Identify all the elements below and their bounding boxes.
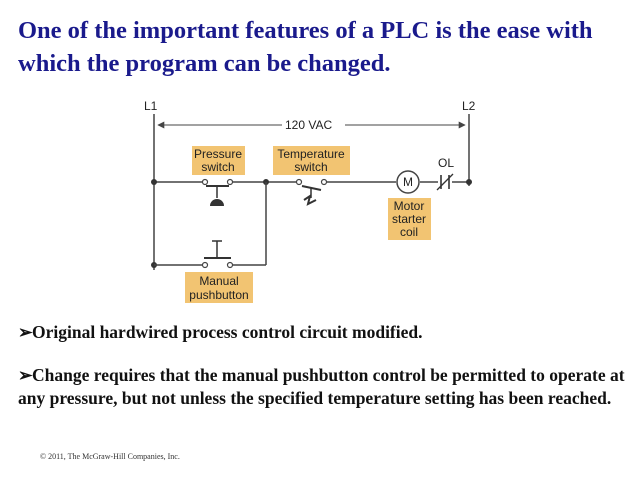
overload-label: OL: [438, 156, 454, 170]
pressure-switch-symbol: [201, 178, 234, 206]
l2-label: L2: [462, 99, 476, 113]
l1-label: L1: [144, 99, 158, 113]
temperature-switch-tag: [273, 146, 350, 175]
motor-coil-symbol: [396, 170, 420, 194]
bullet-2-text: Change requires that the manual pushbutt…: [18, 365, 625, 408]
pressure-switch-tag: [192, 146, 245, 175]
junction-dot: [151, 179, 157, 185]
copyright-notice: © 2011, The McGraw-Hill Companies, Inc.: [40, 452, 180, 461]
motor-starter-coil-line3: coil: [400, 225, 418, 239]
voltage-label: 120 VAC: [285, 118, 332, 132]
bullet-1-text: Original hardwired process control circu…: [32, 322, 423, 342]
pressure-switch-label-line2: switch: [201, 160, 234, 174]
manual-pushbutton-line2: pushbutton: [189, 288, 248, 302]
temperature-switch-label-line2: switch: [294, 160, 327, 174]
motor-starter-coil-line1: Motor: [394, 199, 425, 213]
manual-pushbutton-symbol: [201, 240, 234, 269]
manual-pushbutton-tag: [185, 272, 253, 303]
slide-title: One of the important features of a PLC i…: [18, 17, 593, 77]
temperature-switch-label-line1: Temperature: [277, 147, 345, 161]
arrow-bullet-icon: ➢: [18, 322, 33, 342]
overload-contact-symbol: [436, 173, 454, 191]
arrow-bullet-icon: ➢: [18, 365, 33, 385]
motor-starter-coil-line2: starter: [392, 212, 426, 226]
bullet-1: ➢Original hardwired process control circ…: [18, 321, 423, 344]
pressure-switch-label-line1: Pressure: [194, 147, 242, 161]
manual-pushbutton-line1: Manual: [199, 274, 238, 288]
temperature-switch-symbol: [295, 178, 328, 206]
motor-starter-coil-tag: [388, 198, 431, 240]
motor-symbol-label: M: [403, 175, 413, 189]
bullet-2: ➢Change requires that the manual pushbut…: [18, 364, 628, 409]
junction-dot: [466, 179, 472, 185]
